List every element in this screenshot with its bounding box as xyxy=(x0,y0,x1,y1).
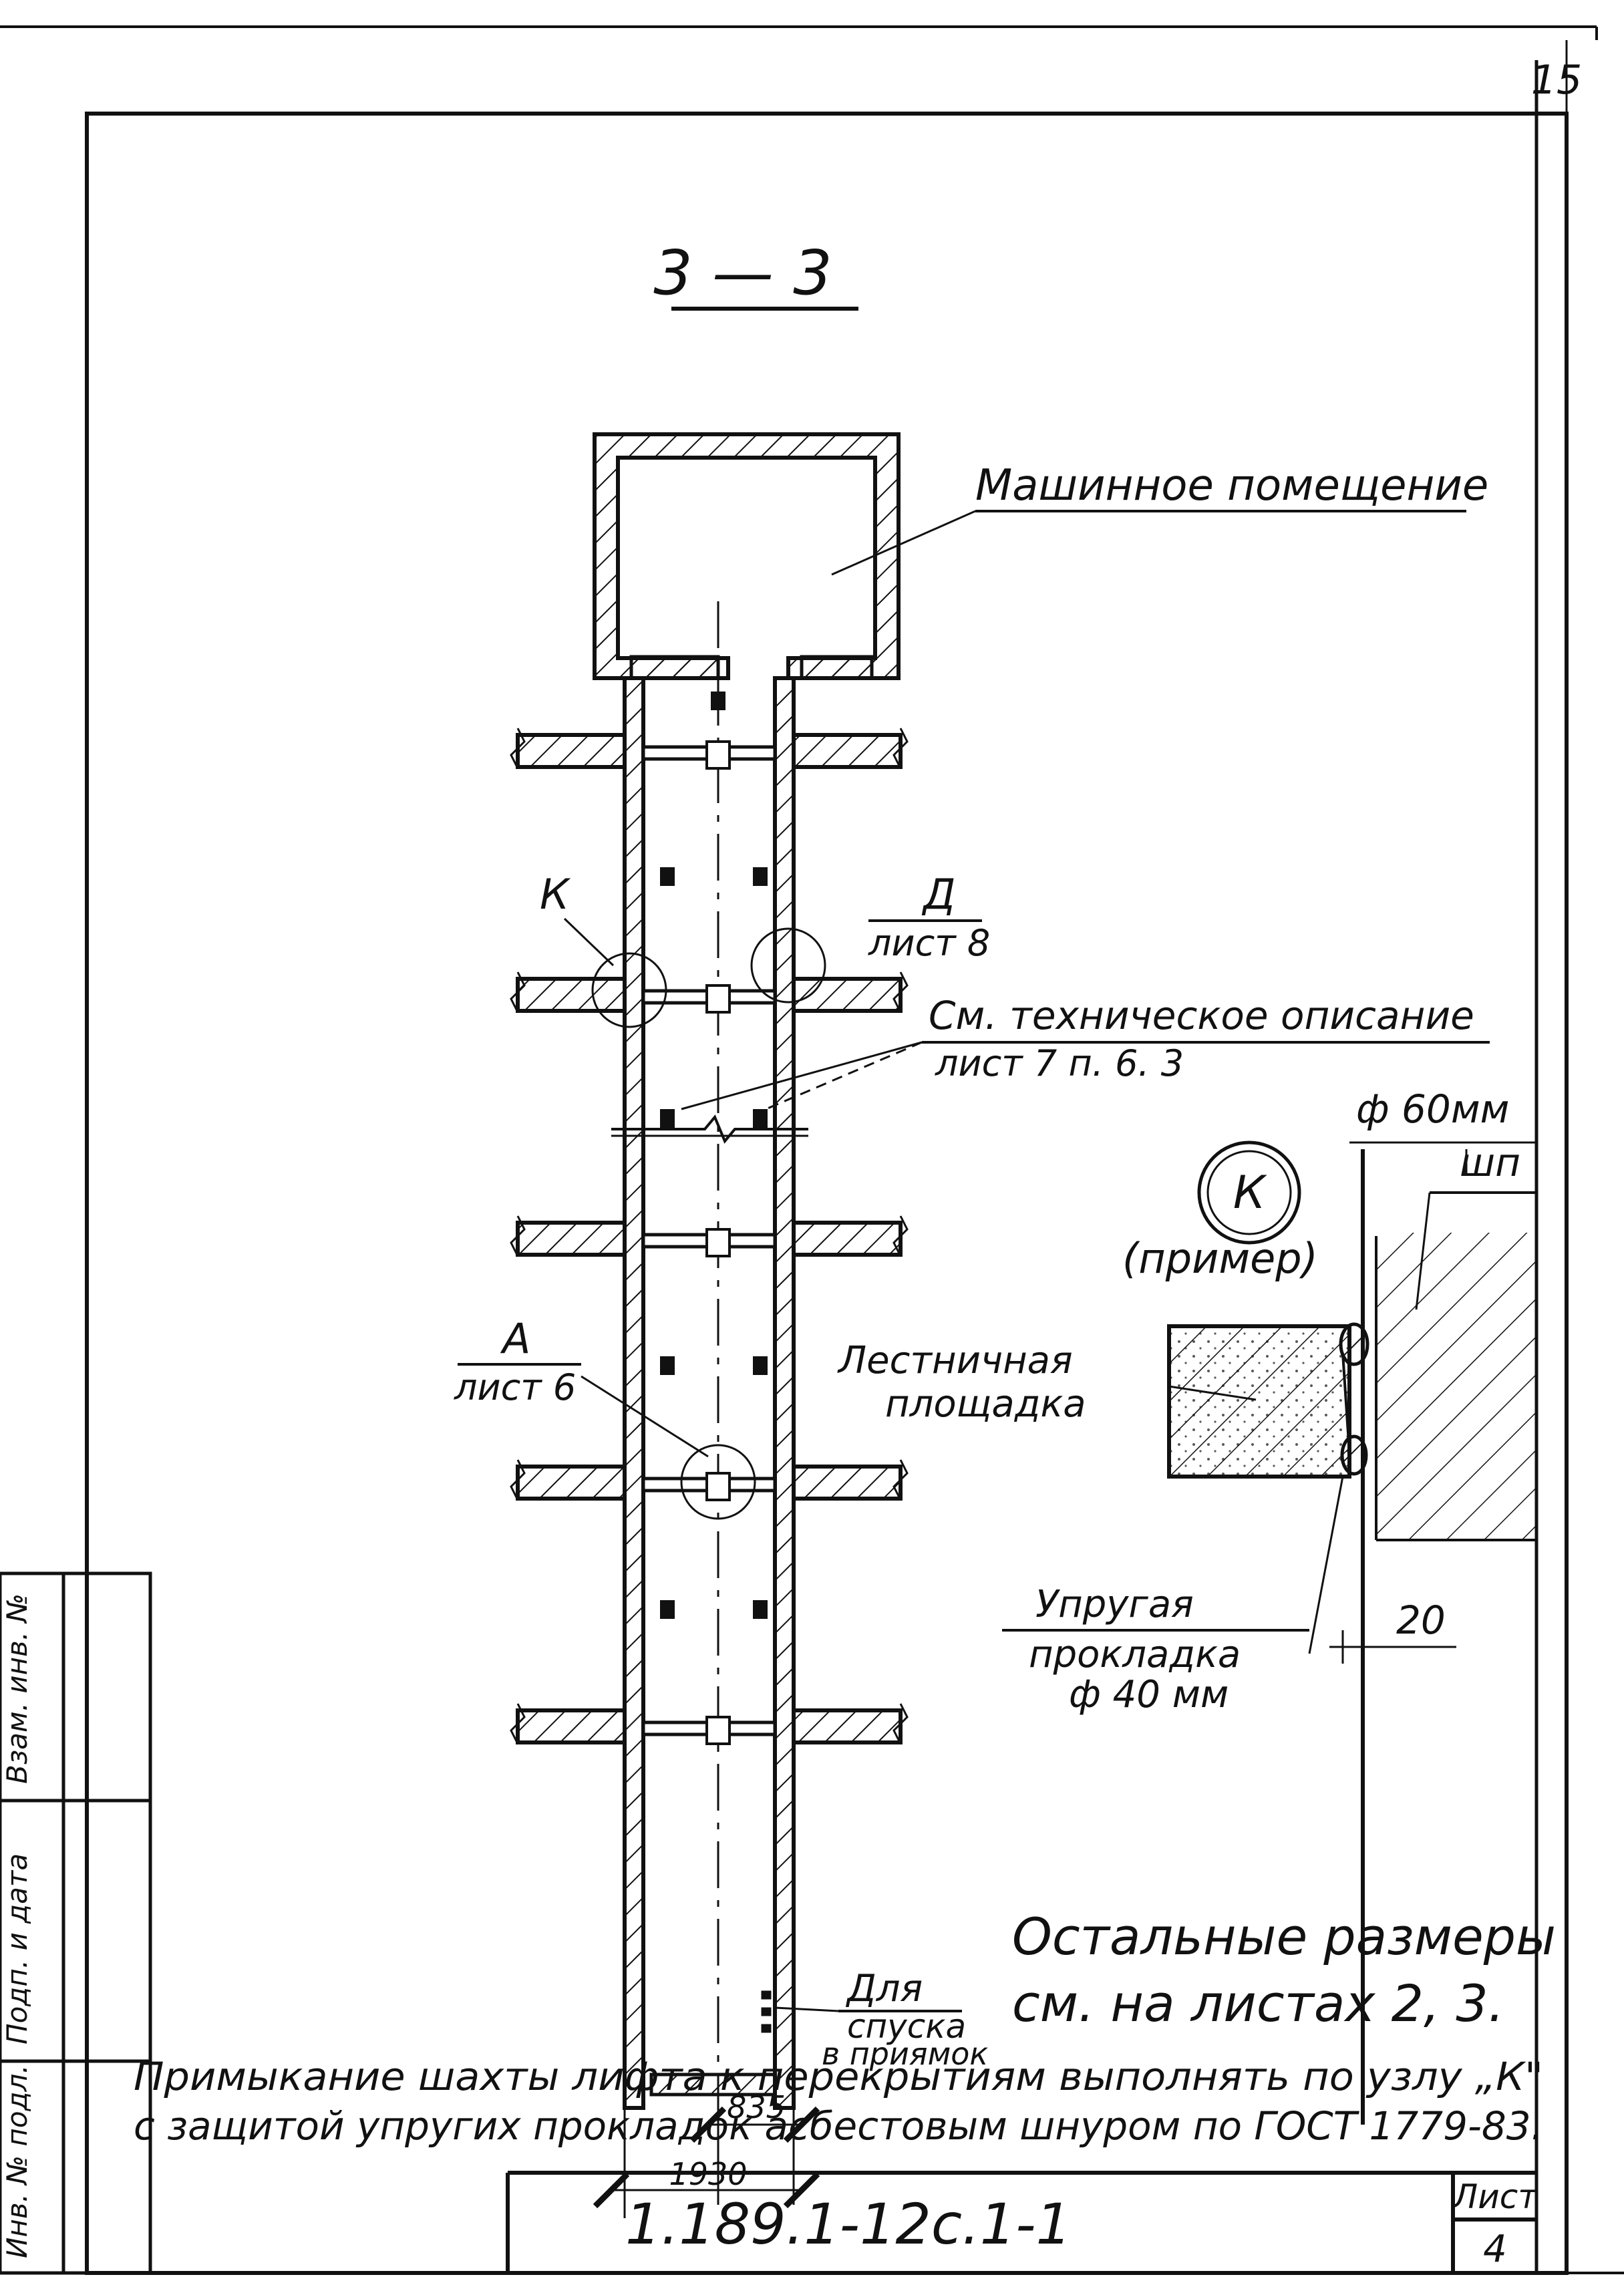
side-stamp-inv: Инв. № подл. xyxy=(1,2065,33,2258)
rail-bracket xyxy=(705,1228,731,1257)
detail-k-example: (пример) xyxy=(1122,1234,1318,1283)
detail-k xyxy=(1167,1140,1536,2125)
rail-marker-left xyxy=(660,1356,675,1375)
rail-marker-left xyxy=(660,1600,675,1619)
node-k-label: К xyxy=(540,870,571,919)
landing-slab-right xyxy=(792,733,903,769)
dimension-1930 xyxy=(593,2108,820,2218)
break-line-right xyxy=(892,1703,909,1744)
sheet-frame xyxy=(0,25,1624,2275)
gasket-line1: Упругая xyxy=(1035,1583,1194,1626)
side-stamp-sign: Подп. и дата xyxy=(1,1853,33,2044)
section-title: 3 — 3 xyxy=(653,237,832,309)
break-line-left xyxy=(510,971,526,1013)
stamp-sheet-label: Лист xyxy=(1452,2177,1539,2216)
side-stamp xyxy=(0,1571,152,2275)
break-line-right xyxy=(892,1459,909,1501)
rail-bracket xyxy=(705,740,731,770)
shaft-break-line xyxy=(611,1114,808,1144)
node-a-circle xyxy=(680,1444,756,1520)
landing-slab-right xyxy=(792,1465,903,1501)
guide-rails xyxy=(660,692,768,1745)
machine-room-label: Машинное помещение xyxy=(975,461,1488,510)
rail-bracket xyxy=(705,984,731,1014)
side-stamp-replace: Взам. инв. № xyxy=(1,1593,33,1784)
landing-line1: Лестничная xyxy=(837,1339,1073,1382)
landing-slab-left xyxy=(516,733,627,769)
rail-marker-top xyxy=(711,692,725,710)
bottom-note-2: с защитой упругих прокладок асбестовым ш… xyxy=(134,2103,1543,2149)
landing-slab-left xyxy=(516,977,627,1013)
node-a-label: А xyxy=(500,1314,530,1363)
break-line-left xyxy=(510,1703,526,1744)
node-d-label: Д xyxy=(921,870,955,919)
sheet-corner-number: 15 xyxy=(1531,57,1582,104)
dim-835-label: 835 xyxy=(727,2089,786,2125)
node-a-sheet: лист 6 xyxy=(454,1366,576,1408)
landing-slabs xyxy=(510,728,909,1744)
remaining-note-1: Остальные размеры xyxy=(1012,1907,1556,1966)
node-d-sheet: лист 8 xyxy=(868,922,990,964)
break-line-right xyxy=(892,1215,909,1257)
tech-desc-line2: лист 7 п. 6. 3 xyxy=(935,1042,1184,1084)
landing-slab-right xyxy=(792,1708,903,1744)
title-stamp xyxy=(506,2171,1536,2273)
node-k-circle xyxy=(591,952,667,1028)
landing-slab-right xyxy=(792,1221,903,1257)
landing-slab-left xyxy=(516,1465,627,1501)
rail-bracket xyxy=(705,1472,731,1501)
descent-line3: в приямок xyxy=(822,2036,988,2072)
break-line-left xyxy=(510,1215,526,1257)
gasket-line2: прокладка xyxy=(1029,1633,1241,1676)
landing-slab-right xyxy=(792,977,903,1013)
node-d-circle xyxy=(750,927,826,1004)
descent-line1: Для xyxy=(845,1967,923,2010)
detail-k-d60: ф 60мм xyxy=(1356,1086,1509,1132)
break-line-right xyxy=(892,971,909,1013)
gasket-line3: ф 40 мм xyxy=(1069,1673,1229,1716)
detail-k-shp: шп xyxy=(1460,1140,1520,1185)
rail-marker-right xyxy=(753,1600,768,1619)
stamp-sheet-number: 4 xyxy=(1483,2228,1507,2271)
bottom-note-1: Примыкание шахты лифта к перекрытиям вып… xyxy=(134,2054,1543,2099)
gap-20: 20 xyxy=(1396,1597,1446,1643)
machine-room xyxy=(593,432,901,680)
tech-desc-line1: См. техническое описание xyxy=(929,993,1474,1038)
descent-line2: спуска xyxy=(847,2007,966,2046)
pit xyxy=(649,1990,777,2097)
remaining-note-2: см. на листах 2, 3. xyxy=(1012,1974,1504,2033)
break-line-right xyxy=(892,728,909,769)
rail-marker-right xyxy=(753,1109,768,1128)
landing-line2: площадка xyxy=(885,1382,1086,1426)
landing-slab-left xyxy=(516,1708,627,1744)
rail-marker-left xyxy=(660,867,675,886)
rail-marker-right xyxy=(753,867,768,886)
rail-marker-left xyxy=(660,1109,675,1128)
landing-slab-left xyxy=(516,1221,627,1257)
detail-k-letter: К xyxy=(1233,1167,1267,1219)
rail-bracket xyxy=(705,1716,731,1745)
rail-marker-right xyxy=(753,1356,768,1375)
lift-shaft xyxy=(623,676,796,2110)
break-line-left xyxy=(510,1459,526,1501)
stamp-code: 1.189.1-12с.1-1 xyxy=(625,2191,1072,2257)
break-line-left xyxy=(510,728,526,769)
